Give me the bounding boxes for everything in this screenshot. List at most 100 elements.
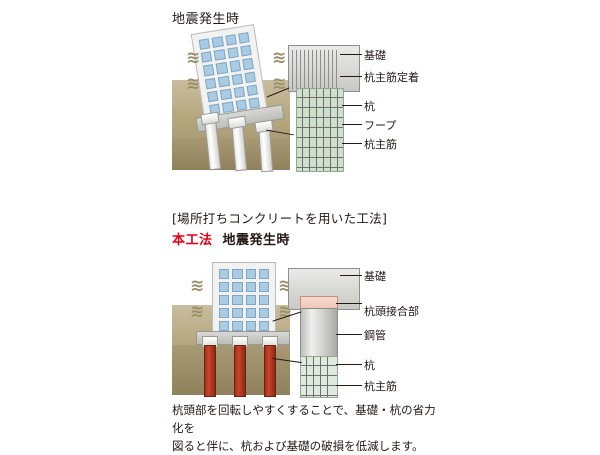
middle-section-heading: [場所打ちコンクリートを用いた工法] <box>172 211 388 226</box>
window <box>258 282 269 292</box>
window <box>242 58 254 70</box>
top-leader-2 <box>340 76 362 77</box>
top-leader-5 <box>342 143 362 144</box>
top-quake-mark-left2: ≋ <box>186 74 201 94</box>
window <box>211 36 224 48</box>
pile-hoop <box>301 375 337 376</box>
window <box>213 49 226 61</box>
pile-hoop <box>301 365 337 366</box>
mid-leader-1 <box>340 275 362 276</box>
window <box>228 60 241 72</box>
mid-label-pile-head-joint: 杭頭接合部 <box>364 305 419 318</box>
mid-leader-4 <box>336 364 362 365</box>
mid-quake-mark-left2: ≋ <box>190 302 205 322</box>
top-label-pile: 杭 <box>364 100 375 113</box>
pile-rebar <box>330 89 331 171</box>
pile-rebar <box>309 89 310 171</box>
window <box>246 84 258 96</box>
pile-hoop <box>297 147 343 148</box>
window <box>204 77 217 90</box>
subheading-black-text: 地震発生時 <box>222 233 291 248</box>
mid-detail-pile <box>300 356 338 398</box>
top-leader-1 <box>340 54 362 55</box>
window <box>232 308 243 318</box>
window <box>215 62 228 74</box>
top-section-title: 地震発生時 <box>172 12 240 27</box>
top-quake-mark-right2: ≋ <box>272 74 287 94</box>
window <box>258 321 269 331</box>
pile-rebar <box>323 89 324 171</box>
window <box>232 295 243 305</box>
window <box>240 45 252 57</box>
window <box>245 282 256 292</box>
pile-rebar <box>337 89 338 171</box>
pile-hoop <box>297 137 343 138</box>
window <box>245 321 256 331</box>
pile-rebar <box>313 357 314 397</box>
window <box>220 88 232 100</box>
window <box>198 38 211 51</box>
top-leader-4 <box>342 124 362 125</box>
window <box>217 75 230 87</box>
window <box>224 34 237 46</box>
top-detail-anchorage <box>292 50 337 90</box>
window <box>244 71 256 83</box>
window <box>258 295 269 305</box>
mid-label-pile: 杭 <box>364 359 375 372</box>
middle-section-subheading: 本工法地震発生時 <box>172 229 290 248</box>
top-label-anchorage: 杭主筋定着 <box>364 71 419 84</box>
window <box>245 308 256 318</box>
window <box>232 282 243 292</box>
pile-hoop <box>297 167 343 168</box>
pile-hoop <box>297 157 343 158</box>
mid-pile-2 <box>234 345 246 397</box>
window <box>232 321 243 331</box>
pile-hoop <box>297 107 343 108</box>
window <box>219 308 230 318</box>
pile-hoop <box>301 385 337 386</box>
window <box>226 47 239 59</box>
top-building-windows <box>198 32 260 116</box>
window <box>219 321 230 331</box>
subheading-red-text: 本工法 <box>172 233 213 248</box>
mid-label-steel-tube: 鋼管 <box>364 329 386 342</box>
mid-label-foundation: 基礎 <box>364 270 386 283</box>
window <box>202 64 215 77</box>
window <box>231 73 243 85</box>
window <box>219 295 230 305</box>
pile-hoop <box>297 127 343 128</box>
pile-hoop <box>301 395 337 396</box>
window <box>219 269 230 279</box>
pile-rebar <box>320 357 321 397</box>
window <box>200 51 213 64</box>
mid-building-windows <box>219 269 269 331</box>
mid-building <box>212 262 276 342</box>
mid-leader-5 <box>336 385 362 386</box>
top-label-hoop: フープ <box>364 119 397 132</box>
window <box>245 269 256 279</box>
top-quake-mark-left: ≋ <box>186 48 201 68</box>
mid-quake-mark-left: ≋ <box>190 276 205 296</box>
window <box>219 282 230 292</box>
mid-leader-3 <box>336 334 362 335</box>
window <box>233 86 245 98</box>
window <box>258 308 269 318</box>
caption-line-2: 図ると伴に、杭および基礎の破損を低減します。 <box>172 438 424 453</box>
mid-label-main-rebar: 杭主筋 <box>364 380 397 393</box>
mid-pile-3 <box>264 345 276 397</box>
window <box>258 269 269 279</box>
pile-hoop <box>297 117 343 118</box>
top-label-main-rebar: 杭主筋 <box>364 138 397 151</box>
pile-rebar <box>316 89 317 171</box>
window <box>232 269 243 279</box>
pile-rebar <box>306 357 307 397</box>
top-quake-mark-right: ≋ <box>272 48 287 68</box>
top-detail-pile <box>296 88 344 172</box>
window <box>245 295 256 305</box>
top-label-foundation: 基礎 <box>364 49 386 62</box>
caption-block: 杭頭部を回転しやすくすることで、基礎・杭の省力化を 図ると伴に、杭および基礎の破… <box>172 402 442 455</box>
top-leader-3 <box>342 105 362 106</box>
window <box>206 90 219 103</box>
pile-rebar <box>302 89 303 171</box>
